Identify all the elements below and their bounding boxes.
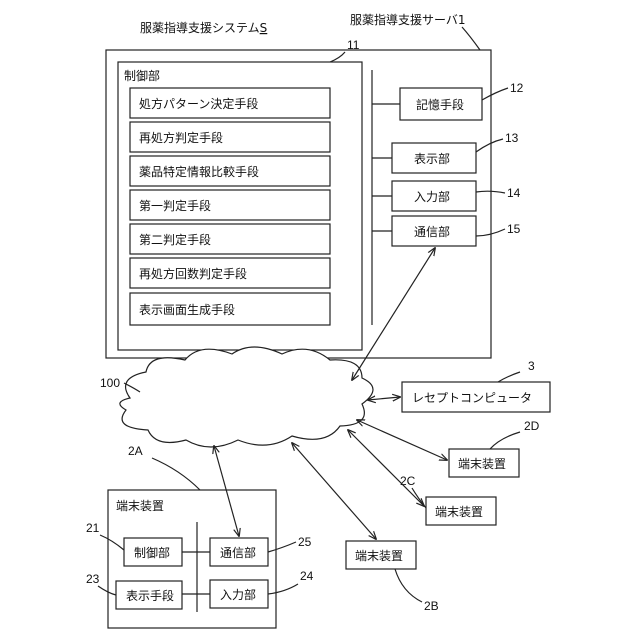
terminal-2b-leader [395,569,422,602]
input-unit-ref: 14 [507,186,521,200]
input-unit-label: 入力部 [414,189,450,204]
terminal-2c-ref: 2C [400,474,416,488]
storage-unit-ref: 12 [510,81,524,95]
terminal-2d-label: 端末装置 [458,457,506,471]
receipt-computer-leader [498,372,520,382]
terminal-control-ref: 21 [86,521,100,535]
network-ref: 100 [100,376,120,390]
storage-unit-label: 記憶手段 [416,97,464,112]
server-leader [462,27,480,50]
terminal-2c-label: 端末装置 [435,505,483,519]
means-label: 第二判定手段 [139,232,211,247]
means-label: 再処方回数判定手段 [139,266,247,281]
terminal-2a-title: 端末装置 [116,499,164,513]
display-unit-label: 表示部 [414,151,450,166]
server-title: 服薬指導支援サーバ1 [350,12,466,27]
link-terminal-2d [357,420,447,460]
terminal-2c-leader [412,488,426,508]
means-label: 処方パターン決定手段 [139,96,258,111]
terminal-input-label: 入力部 [220,587,256,602]
comm-unit-label: 通信部 [414,224,450,239]
means-label: 再処方判定手段 [139,130,223,145]
terminal-control-label: 制御部 [134,545,170,560]
means-label: 第一判定手段 [139,198,211,213]
means-label: 表示画面生成手段 [139,302,235,317]
terminal-comm-ref: 25 [298,535,312,549]
link-terminal-2c [348,430,424,506]
receipt-computer-ref: 3 [528,359,535,373]
terminal-2d-leader [490,432,520,449]
means-label: 薬品特定情報比較手段 [139,164,259,179]
receipt-computer-label: レセプトコンピュータ [412,391,532,405]
terminal-2d-ref: 2D [524,419,540,433]
link-receipt-network [368,397,400,400]
system-title: 服薬指導支援システムS [140,20,267,35]
terminal-2a-ref: 2A [128,444,143,458]
comm-unit-ref: 15 [507,222,521,236]
link-terminal-2b [292,443,376,539]
control-unit-ref: 11 [347,38,360,52]
terminal-2b-ref: 2B [424,599,439,613]
terminal-input-ref: 24 [300,569,314,583]
network-cloud [120,347,373,447]
terminal-display-label: 表示手段 [126,588,174,603]
control-unit-title: 制御部 [124,68,160,83]
system-letter: S [260,21,268,35]
display-unit-ref: 13 [505,131,519,145]
terminal-comm-label: 通信部 [220,545,256,560]
terminal-display-ref: 23 [86,572,100,586]
terminal-2a-leader [152,458,200,490]
terminal-2b-label: 端末装置 [355,549,403,563]
